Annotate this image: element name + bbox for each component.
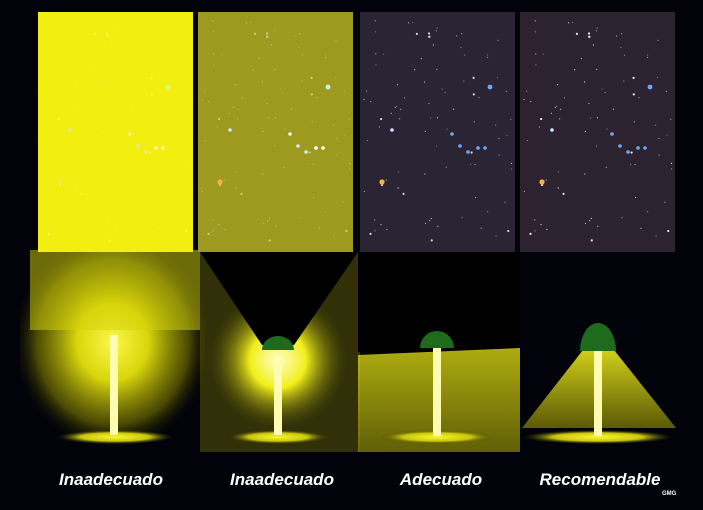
lamp-full-cutoff (522, 323, 676, 444)
lamp-dome-cap (358, 252, 520, 452)
sky-panel-4 (520, 12, 675, 252)
star-field (41, 20, 191, 242)
panel-2-label: Inaadecuado (230, 470, 334, 489)
sky-image-4 (520, 12, 675, 252)
lamp-inverted-cap (200, 252, 360, 452)
panel-1-label: Inaadecuado (59, 470, 163, 489)
author-credit: GMG (662, 491, 677, 497)
panel-3-label: Adecuado (399, 470, 483, 489)
star-field (523, 20, 673, 242)
sky-panel-2 (198, 12, 353, 252)
sky-image-1 (38, 12, 193, 252)
lamp-unshielded (20, 250, 205, 452)
star-field (363, 20, 513, 242)
sky-panel-1 (38, 12, 193, 252)
sky-image-3 (360, 12, 515, 252)
sky-image-2 (198, 12, 353, 252)
sky-panel-3 (360, 12, 515, 252)
star-field (201, 20, 351, 242)
panel-4-label: Recomendable (539, 470, 661, 489)
